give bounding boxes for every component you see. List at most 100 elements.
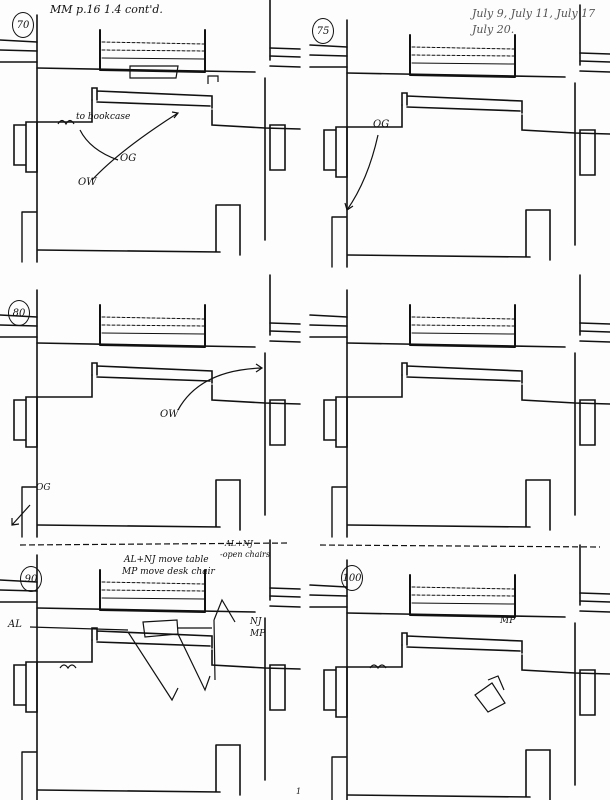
panel-number-100: 100	[341, 565, 363, 591]
note-og: OG	[120, 153, 137, 164]
downstage-line	[36, 374, 301, 405]
arrow-og	[11, 504, 31, 526]
left-lower-unit	[331, 486, 347, 538]
note-open-chairs-1: AL+NJ	[225, 539, 253, 548]
ottoman-mark	[369, 664, 387, 670]
arrow-ow	[91, 111, 180, 181]
note-ow: OW	[160, 409, 179, 420]
panel-number-80: 80	[8, 300, 30, 326]
stage-plan-100	[309, 544, 610, 800]
platform	[401, 632, 523, 654]
stage-left-wings	[309, 584, 348, 608]
stage-right-wings	[579, 52, 610, 73]
bookcase-shelves	[411, 586, 515, 597]
page-reference: MM p.16 1.4 cont'd.	[50, 3, 163, 16]
downstage-box	[347, 479, 551, 531]
platform	[91, 627, 213, 649]
downstage-box	[37, 744, 241, 796]
note-open-chairs-2: -open chairs	[220, 550, 270, 559]
note-mp: MP	[250, 629, 266, 639]
stage-right-wings	[269, 587, 301, 608]
table	[129, 65, 179, 79]
platform	[91, 362, 213, 384]
left-lower-unit	[331, 216, 347, 268]
right-door-unit	[269, 399, 286, 446]
platform	[91, 87, 213, 109]
bookcase-shelves	[101, 316, 205, 327]
note-al: AL	[8, 619, 22, 630]
downstage-line	[346, 644, 610, 675]
stage-plan-75	[309, 4, 610, 268]
bookcase-shelves	[411, 316, 515, 327]
bookcase-shelf	[101, 57, 205, 60]
right-door-unit	[579, 129, 596, 176]
right-wall	[574, 544, 581, 786]
chair	[207, 75, 219, 84]
moved-chairs	[474, 675, 506, 713]
page-mark: 1	[296, 787, 302, 796]
rehearsal-dates-2: July 20.	[472, 23, 515, 36]
downstage-box	[37, 204, 241, 256]
bookcase-shelves	[411, 46, 515, 57]
bookcase	[99, 569, 206, 613]
platform	[401, 92, 523, 114]
bookcase-shelves	[101, 581, 205, 592]
stage-right-wings	[579, 592, 610, 613]
downstage-box	[347, 209, 551, 261]
right-wall	[264, 539, 271, 781]
stage-right-wings	[269, 322, 301, 343]
note-og: OG	[36, 483, 51, 493]
panel-divider	[19, 542, 601, 548]
right-wall	[264, 274, 271, 516]
note-move-chair: MP move desk chair	[122, 567, 215, 577]
arrow-ow	[177, 363, 264, 411]
left-door-unit	[13, 661, 38, 713]
left-lower-unit	[21, 751, 37, 800]
bookcase	[409, 34, 516, 78]
note-ow: OW	[78, 177, 97, 188]
downstage-line	[36, 99, 301, 130]
rehearsal-dates: July 9, July 11, July 17	[472, 7, 596, 20]
platform	[401, 362, 523, 384]
stage-plan-90	[0, 539, 301, 800]
left-door-unit	[13, 396, 38, 448]
downstage-line	[36, 639, 301, 670]
bookcase-shelf	[101, 332, 205, 335]
stage-left-wings	[309, 44, 348, 68]
note-nj: NJ	[250, 617, 262, 627]
arrow-og	[344, 134, 379, 211]
note-to-bookcase: to bookcase	[76, 112, 131, 122]
bookcase	[99, 304, 206, 348]
arrow-og	[79, 129, 119, 161]
arrow-chairs	[213, 598, 236, 681]
left-lower-unit	[331, 756, 347, 800]
downstage-line	[346, 104, 610, 135]
stage-right-wings	[269, 47, 301, 68]
left-door-unit	[323, 666, 348, 718]
note-move-table: AL+NJ move table	[124, 555, 209, 565]
bookcase-shelf	[411, 602, 515, 605]
downstage-box	[37, 479, 241, 531]
left-door-unit	[13, 121, 38, 173]
left-lower-unit	[21, 211, 37, 263]
stage-plan-70	[0, 0, 301, 263]
bookcase-shelves	[101, 41, 205, 52]
bookcase-shelf	[411, 332, 515, 335]
arrow-move-table	[127, 631, 211, 702]
ottoman-mark	[57, 119, 75, 126]
right-door-unit	[269, 664, 286, 711]
right-wall	[264, 0, 271, 241]
left-lower-unit	[21, 486, 37, 538]
right-door-unit	[579, 399, 596, 446]
stage-left-wings	[309, 314, 348, 338]
bookcase	[99, 29, 206, 73]
right-door-unit	[579, 669, 596, 716]
downstage-box	[347, 749, 551, 800]
right-wall	[574, 4, 581, 246]
right-door-unit	[269, 124, 286, 171]
panel-number-90: 90	[20, 566, 42, 592]
stage-plan-80	[0, 274, 301, 538]
stage-plan-85	[309, 274, 610, 538]
